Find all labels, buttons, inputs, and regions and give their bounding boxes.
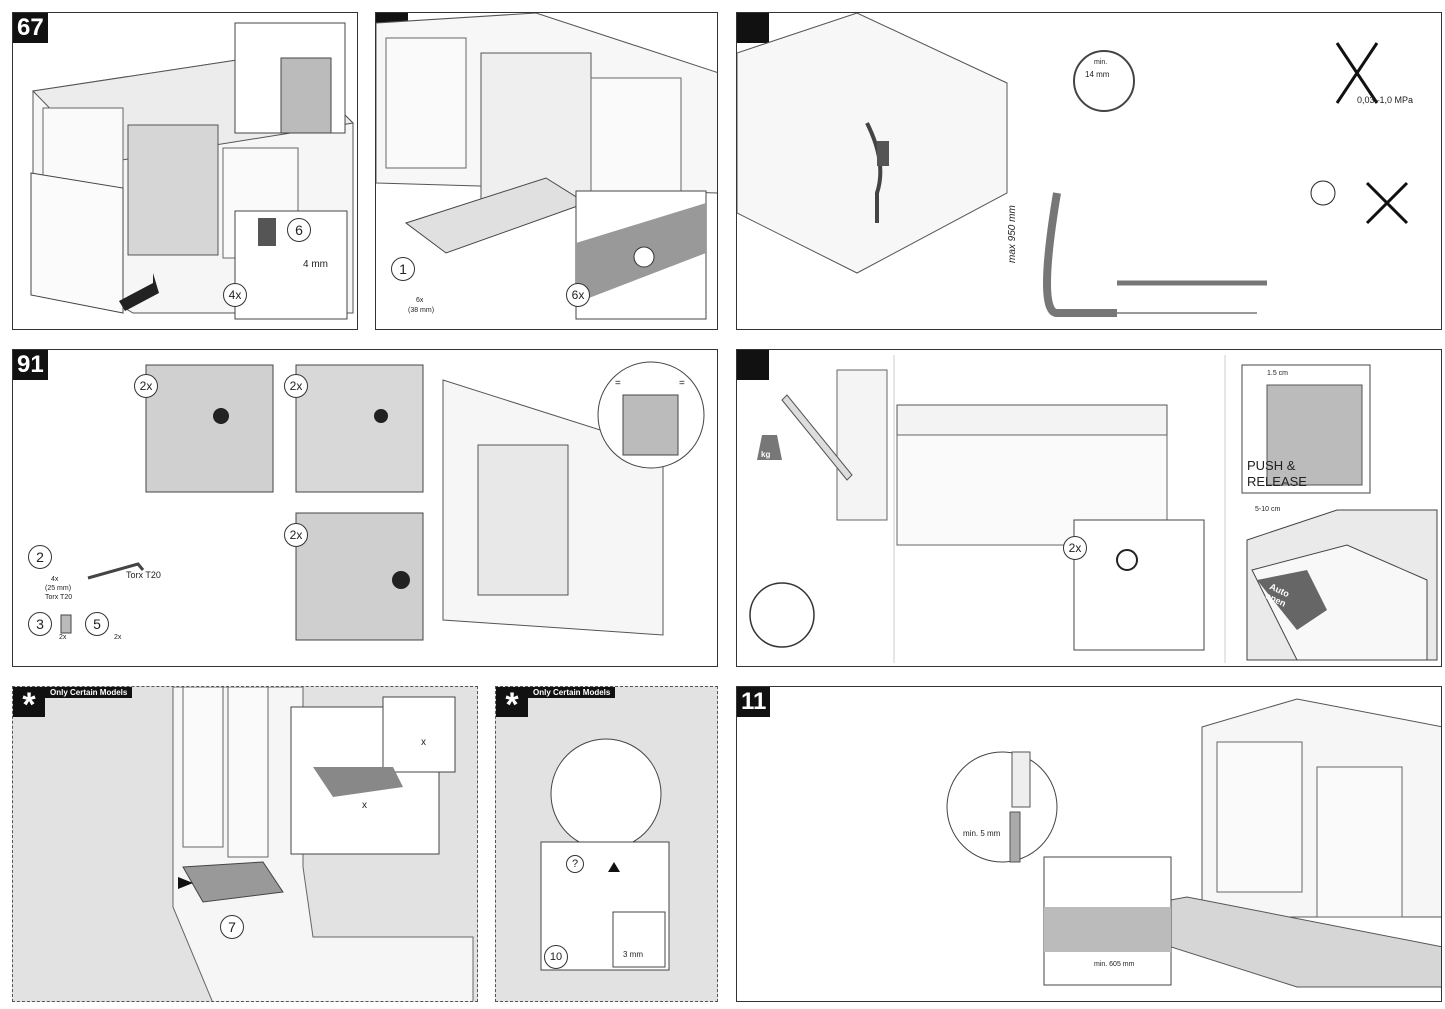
panel-step-3: min. 14 mm 0,03–1,0 MPa max 950 mm [736,12,1442,330]
min-width-label: min. 605 mm [1094,961,1135,968]
panel-optional-strip: * Only Certain Models ? 3 mm 10 [495,686,718,1002]
part-2: 2 [28,545,52,569]
water-connection-illustration [737,13,1409,317]
diameter-min-value: 14 mm [1085,70,1110,79]
panel-step-67: 67 6 4 mm 4x [12,12,358,330]
panel-step-11: 11 min. 5 mm min. 605 mm [736,686,1442,1002]
part-2-tool: Torx T20 [45,594,73,601]
optional-star-icon: * [496,687,528,723]
max-height-label: max 950 mm [1007,205,1018,263]
gap-3mm: 3 mm [623,950,643,959]
multiplier-c: 2x [284,523,308,547]
gap-distance-b: 5-10 cm [1255,506,1281,513]
part-3: 3 [28,612,52,636]
part-2-qty: 4x [51,576,59,583]
multiplier-b: 2x [284,374,308,398]
panel-step-2: 1 6x (38 mm) 6x [375,12,718,330]
gap-distance-a: 1.5 cm [1267,370,1289,377]
only-certain-models-tag: Only Certain Models [528,687,616,698]
multiplier-a: 2x [134,374,158,398]
panel-step-91: 91 2x 2x 2x = = 2 4x (25 mm) Torx T20 To… [12,349,718,667]
equal-right: = [679,378,685,389]
weight-label: kg [761,450,771,459]
strip-fix-illustration [540,738,670,971]
callout-10: 10 [544,945,568,969]
step-number: 91 [13,350,48,380]
part-1: 1 [391,257,415,281]
plinth-cut-illustration [172,687,474,1001]
cut-length-x1: x [362,800,367,811]
multiplier-6x: 6x [566,283,590,307]
optional-star-icon: * [13,687,45,723]
callout-question: ? [566,855,584,873]
panel-step-5: kg 2x 1.5 cm PUSH & RELEASE 5-10 cm Auto… [736,349,1442,667]
part-2-size: (25 mm) [45,585,72,592]
side-fixing-illustration [60,361,705,641]
step-number [737,13,769,43]
multiplier-4x: 4x [223,283,247,307]
plinth-trim-illustration [946,698,1441,988]
tool-label: Torx T20 [126,570,161,580]
push-release-label: PUSH & RELEASE [1247,458,1307,489]
diameter-min-label: min. [1094,59,1108,66]
gap-measure: 4 mm [303,259,328,270]
dishwasher-install-illustration [376,13,717,320]
screw-qty: 6x [416,297,424,304]
panel-optional-plinth: * Only Certain Models x x 7 [12,686,478,1002]
step-number [737,350,769,380]
part-3-qty: 2x [59,634,67,641]
door-adjustment-illustration [749,355,1438,663]
step-number: 11 [737,687,771,717]
equal-left: = [615,378,621,389]
cut-length-x2: x [421,737,426,748]
step-number: 67 [13,13,48,43]
part-5-qty: 2x [114,634,122,641]
part-5: 5 [85,612,109,636]
cabinet-illustration [30,22,355,320]
multiplier-2x: 2x [1063,536,1087,560]
screw-size: (38 mm) [408,307,435,314]
only-certain-models-tag: Only Certain Models [45,687,133,698]
min-gap-label: min. 5 mm [963,829,1001,838]
water-pressure: 0,03–1,0 MPa [1357,95,1414,105]
callout-6: 6 [287,218,311,242]
callout-7: 7 [220,915,244,939]
